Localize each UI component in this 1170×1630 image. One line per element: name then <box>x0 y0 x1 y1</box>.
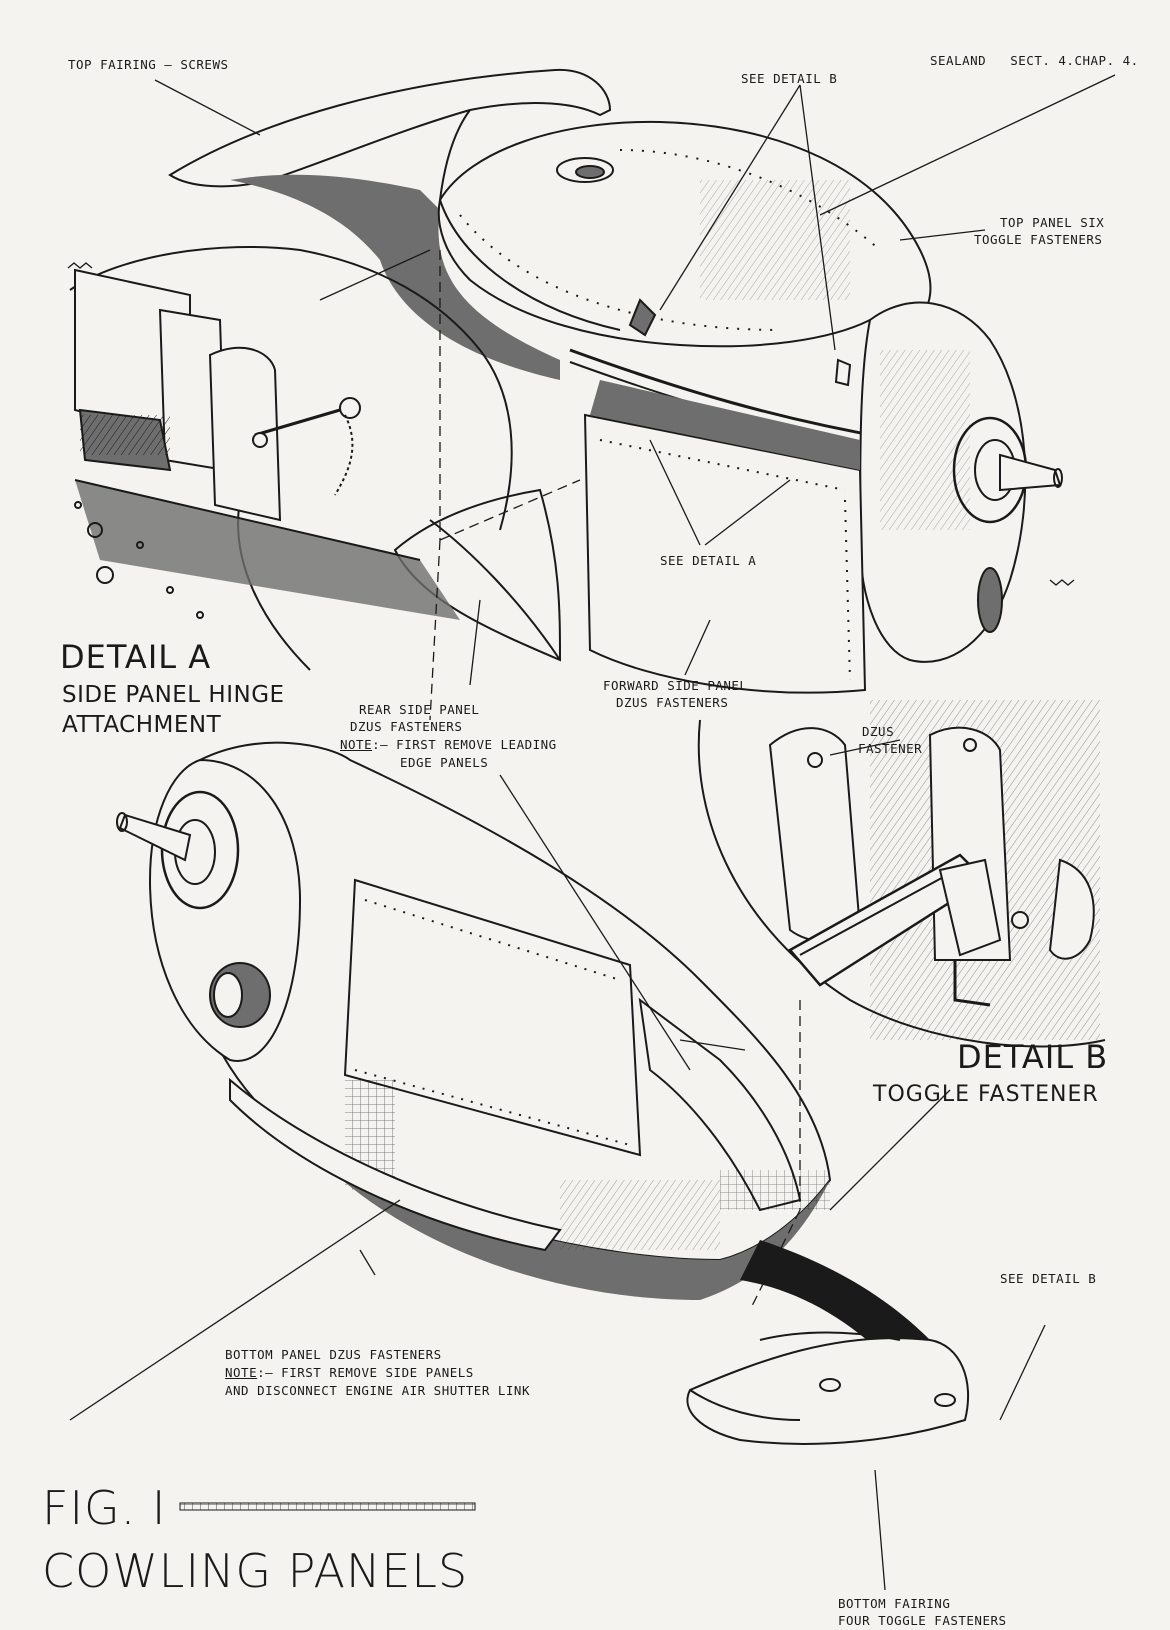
top-panel <box>437 120 932 348</box>
section-reference: SEALAND SECT. 4.CHAP. 4. <box>930 53 1139 68</box>
bottom-panel-note-word: NOTE <box>225 1365 258 1380</box>
leader-lines <box>69 74 1116 1591</box>
forward-side-panel-label-line1: FORWARD SIDE PANEL <box>603 678 748 693</box>
figure-number: FIG. I <box>42 1481 167 1535</box>
detail-b-title: DETAIL B <box>957 1038 1109 1076</box>
lower-nacelle <box>116 741 970 1445</box>
top-panel-label-line1: TOP PANEL SIX <box>1000 215 1105 230</box>
detail-b-view <box>697 700 1106 1048</box>
rear-side-panel-label-line2: DZUS FASTENERS <box>350 719 463 734</box>
see-detail-b-bottom-label: SEE DETAIL B <box>1000 1271 1097 1286</box>
forward-side-panel <box>583 413 867 694</box>
top-fairing-label: TOP FAIRING — SCREWS <box>68 57 229 72</box>
construction-lines <box>429 250 801 1311</box>
bottom-panel-label-line1: BOTTOM PANEL DZUS FASTENERS <box>225 1347 442 1362</box>
propeller-shaft <box>999 453 1062 492</box>
upper-nacelle <box>168 68 1063 694</box>
rear-side-panel-label-line1: REAR SIDE PANEL <box>359 702 480 717</box>
detail-a-view <box>69 245 513 671</box>
detail-a-subtitle-line1: SIDE PANEL HINGE <box>62 682 285 708</box>
forward-side-panel-label-line2: DZUS FASTENERS <box>616 695 729 710</box>
detail-a-subtitle-line2: ATTACHMENT <box>62 712 222 738</box>
bottom-panel-label-line3: AND DISCONNECT ENGINE AIR SHUTTER LINK <box>225 1383 530 1398</box>
detail-b-subtitle: TOGGLE FASTENER <box>873 1082 1099 1107</box>
title-rule <box>179 1502 476 1511</box>
dzus-fastener-label-line2: FASTENER <box>858 741 923 756</box>
bottom-panel-note: NOTE:— FIRST REMOVE SIDE PANELS <box>225 1364 474 1381</box>
bottom-fairing-label-line2: FOUR TOGGLE FASTENERS <box>838 1613 1007 1628</box>
top-panel-label-line2: TOGGLE FASTENERS <box>974 232 1103 247</box>
lower-side-panel <box>343 878 642 1157</box>
see-detail-a-label: SEE DETAIL A <box>660 553 757 568</box>
rear-side-note-text: :— FIRST REMOVE LEADING <box>372 737 557 752</box>
figure-title: COWLING PANELS <box>42 1544 469 1598</box>
lower-propeller-shaft <box>118 813 192 862</box>
rear-side-note-word: NOTE <box>340 737 373 752</box>
rear-side-panel-label-line4: EDGE PANELS <box>400 755 489 770</box>
bottom-fairing-label-line1: BOTTOM FAIRING <box>838 1596 951 1611</box>
rear-side-panel-note: NOTE:— FIRST REMOVE LEADING <box>340 736 557 753</box>
bottom-panel-note-text: :— FIRST REMOVE SIDE PANELS <box>257 1365 474 1380</box>
rear-side-panel <box>393 488 562 662</box>
see-detail-b-top-label: SEE DETAIL B <box>741 71 838 86</box>
dzus-fastener-label-line1: DZUS <box>862 724 895 739</box>
detail-a-title: DETAIL A <box>60 638 212 676</box>
